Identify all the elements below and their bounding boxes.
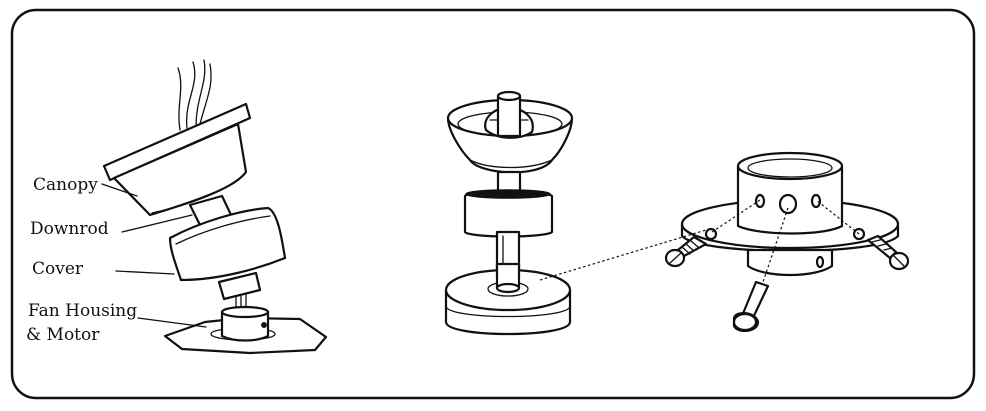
middle-motor-housing xyxy=(444,262,572,336)
screw-left xyxy=(664,235,708,268)
canopy xyxy=(102,102,252,217)
alignment-line-main xyxy=(539,229,707,281)
right-assembly xyxy=(539,151,910,332)
downrod-leader xyxy=(121,214,193,233)
downrod-label: Downrod xyxy=(30,219,109,239)
canopy-leader xyxy=(101,183,138,197)
canopy-label: Canopy xyxy=(33,175,98,195)
fan-housing-leader xyxy=(137,317,207,328)
fan-housing-label-line2: & Motor xyxy=(26,325,100,345)
wires xyxy=(177,59,212,131)
screw-right xyxy=(866,234,910,271)
mounting-collar xyxy=(704,151,866,277)
left-assembly: Canopy Downrod Cover Fan Housing & Motor xyxy=(26,59,328,355)
cover xyxy=(168,206,287,282)
middle-assembly xyxy=(444,90,574,336)
middle-canopy xyxy=(446,90,574,174)
hanger-pin xyxy=(732,280,770,332)
cover-label: Cover xyxy=(32,259,84,279)
fan-housing-label-line1: Fan Housing xyxy=(28,301,137,321)
cover-leader xyxy=(115,270,175,275)
middle-cover xyxy=(463,189,554,238)
